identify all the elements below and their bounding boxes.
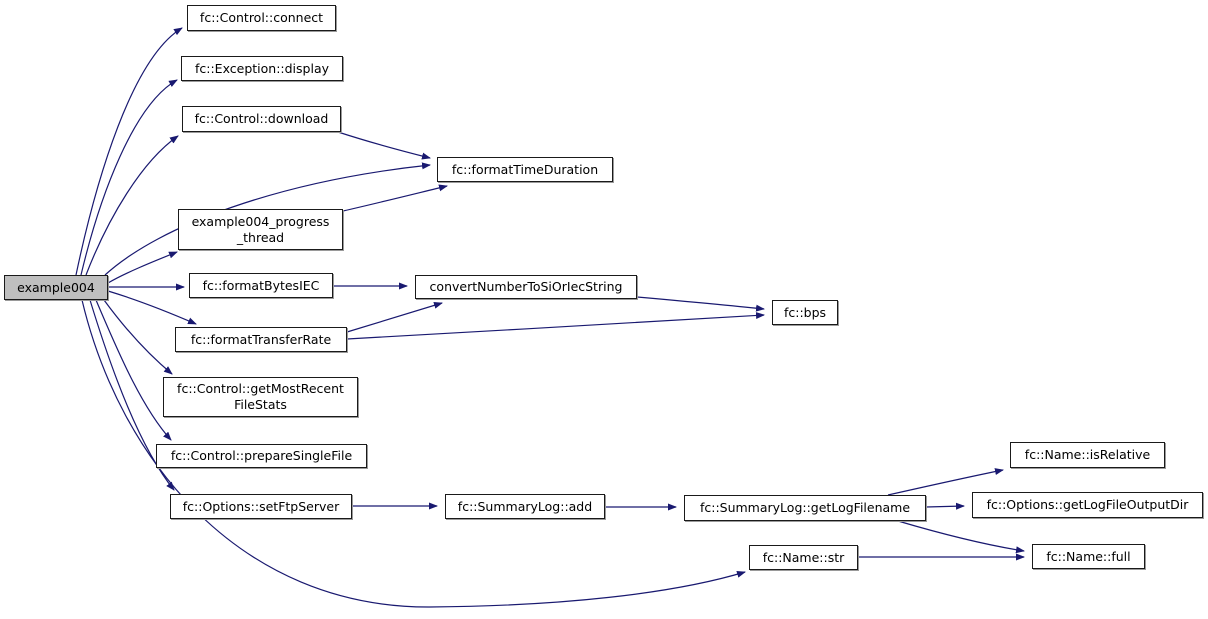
edge-example004-to-example004-progress-thread bbox=[107, 251, 178, 284]
node-fc-summarylog-getlogfilename[interactable]: fc::SummaryLog::getLogFilename bbox=[684, 495, 926, 521]
node-convertnumbertosioriecstring[interactable]: convertNumberToSiOrIecString bbox=[415, 275, 637, 299]
edge-example004-progress-thread-to-fc-formattimeduration bbox=[342, 184, 448, 212]
edge-fc-formattransferrate-to-fc-bps bbox=[346, 312, 765, 340]
edge-example004-to-fc-control-connect bbox=[75, 27, 183, 276]
node-fc-name-str[interactable]: fc::Name::str bbox=[749, 545, 858, 570]
node-fc-control-getmostrecentfilestats[interactable]: fc::Control::getMostRecent FileStats bbox=[163, 377, 358, 417]
node-fc-control-connect[interactable]: fc::Control::connect bbox=[187, 5, 336, 31]
edge-fc-summarylog-getlogfilename-to-fc-name-full bbox=[897, 520, 1025, 554]
node-fc-formattransferrate[interactable]: fc::formatTransferRate bbox=[175, 327, 347, 352]
edge-example004-to-fc-formattimeduration bbox=[104, 162, 431, 276]
edge-example004-to-fc-control-preparesinglefile bbox=[95, 299, 172, 441]
edge-example004-to-fc-options-setftpserver bbox=[89, 299, 175, 491]
node-fc-control-download[interactable]: fc::Control::download bbox=[182, 106, 341, 132]
node-fc-summarylog-add[interactable]: fc::SummaryLog::add bbox=[445, 494, 605, 519]
edge-example004-to-fc-formattransferrate bbox=[107, 290, 197, 325]
edge-fc-control-download-to-fc-formattimeduration bbox=[337, 131, 431, 160]
edge-example004-to-fc-control-download bbox=[85, 135, 179, 276]
edge-fc-formattransferrate-to-convertnumbertosioriecstring bbox=[346, 301, 443, 333]
edge-example004-to-fc-name-str bbox=[81, 299, 746, 608]
node-fc-options-setftpserver[interactable]: fc::Options::setFtpServer bbox=[170, 494, 352, 519]
edge-convertnumbertosioriecstring-to-fc-bps bbox=[636, 296, 765, 312]
edge-fc-summarylog-getlogfilename-to-fc-options-getlogfileoutputdir bbox=[925, 502, 965, 510]
edge-example004-to-fc-exception-display bbox=[80, 79, 178, 276]
node-example004-progress-thread[interactable]: example004_progress _thread bbox=[178, 209, 343, 250]
node-fc-formattimeduration[interactable]: fc::formatTimeDuration bbox=[437, 157, 613, 182]
node-fc-name-isrelative[interactable]: fc::Name::isRelative bbox=[1010, 442, 1165, 468]
edge-fc-summarylog-getlogfilename-to-fc-name-isrelative bbox=[887, 468, 1004, 496]
node-fc-options-getlogfileoutputdir[interactable]: fc::Options::getLogFileOutputDir bbox=[972, 492, 1203, 518]
edge-example004-to-fc-control-getmostrecentfilestats bbox=[103, 299, 173, 375]
edge-group bbox=[75, 27, 1025, 608]
node-fc-bps[interactable]: fc::bps bbox=[772, 300, 838, 325]
node-fc-formatbytesiec[interactable]: fc::formatBytesIEC bbox=[189, 273, 333, 298]
node-fc-exception-display[interactable]: fc::Exception::display bbox=[181, 56, 343, 81]
node-fc-name-full[interactable]: fc::Name::full bbox=[1032, 544, 1145, 569]
node-example004: example004 bbox=[4, 275, 108, 300]
node-fc-control-preparesinglefile[interactable]: fc::Control::prepareSingleFile bbox=[156, 444, 367, 468]
